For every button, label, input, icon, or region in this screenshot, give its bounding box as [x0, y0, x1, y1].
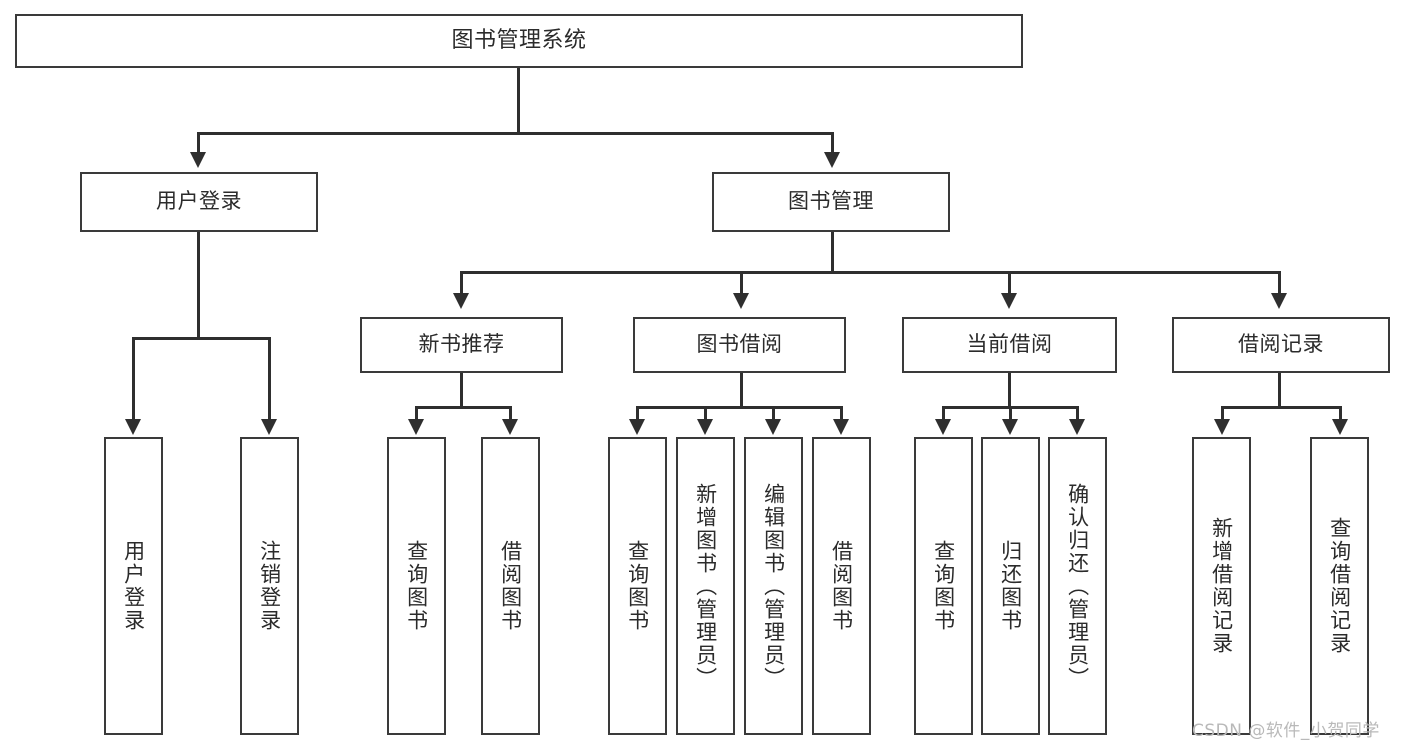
connector-borrow-record-stem — [1278, 373, 1281, 409]
arrow-book-borrow-leaf-3 — [765, 419, 781, 435]
connector-root-stem — [517, 68, 520, 134]
leaf-current-borrow-confirm-admin[interactable]: 确认归还（管理员） — [1048, 437, 1107, 735]
arrow-borrow-record-leaf-2 — [1332, 419, 1348, 435]
arrow-book-manage-child-4 — [1271, 293, 1287, 309]
connector-new-book-bus — [415, 406, 512, 409]
arrow-borrow-record-leaf-1 — [1214, 419, 1230, 435]
arrow-user-login-leaf-1 — [125, 419, 141, 435]
connector-book-borrow-stem — [740, 373, 743, 409]
arrow-new-book-leaf-2 — [502, 419, 518, 435]
arrow-book-borrow-leaf-2 — [697, 419, 713, 435]
arrow-book-borrow-leaf-1 — [629, 419, 645, 435]
connector-root-bus — [197, 132, 834, 135]
connector-book-manage-child-3 — [1008, 271, 1011, 295]
arrow-book-manage-child-1 — [453, 293, 469, 309]
node-borrow-record[interactable]: 借阅记录 — [1172, 317, 1390, 373]
connector-book-manage-stem — [831, 232, 834, 274]
connector-user-login-leaf-1 — [132, 337, 135, 421]
leaf-book-borrow-add-admin[interactable]: 新增图书（管理员） — [676, 437, 735, 735]
node-book-borrow[interactable]: 图书借阅 — [633, 317, 846, 373]
connector-new-book-leaf-1 — [415, 406, 418, 421]
connector-book-borrow-leaf-2 — [704, 406, 707, 421]
arrow-book-borrow-leaf-4 — [833, 419, 849, 435]
leaf-borrow-record-query[interactable]: 查询借阅记录 — [1310, 437, 1369, 735]
connector-book-borrow-leaf-1 — [636, 406, 639, 421]
arrow-current-borrow-leaf-3 — [1069, 419, 1085, 435]
connector-borrow-record-leaf-1 — [1221, 406, 1224, 421]
connector-user-login-leaf-2 — [268, 337, 271, 421]
node-new-book-recommend[interactable]: 新书推荐 — [360, 317, 563, 373]
leaf-current-borrow-return[interactable]: 归还图书 — [981, 437, 1040, 735]
arrow-current-borrow-leaf-1 — [935, 419, 951, 435]
arrow-book-manage-child-2 — [733, 293, 749, 309]
leaf-borrow-record-add[interactable]: 新增借阅记录 — [1192, 437, 1251, 735]
arrow-root-to-book-manage — [824, 152, 840, 168]
arrow-root-to-user-login — [190, 152, 206, 168]
connector-book-manage-child-2 — [740, 271, 743, 295]
node-current-borrow[interactable]: 当前借阅 — [902, 317, 1117, 373]
leaf-book-borrow-edit-admin[interactable]: 编辑图书（管理员） — [744, 437, 803, 735]
node-root-system[interactable]: 图书管理系统 — [15, 14, 1023, 68]
connector-new-book-leaf-2 — [509, 406, 512, 421]
connector-current-borrow-leaf-3 — [1076, 406, 1079, 421]
leaf-user-login-logout[interactable]: 注销登录 — [240, 437, 299, 735]
connector-book-manage-child-4 — [1278, 271, 1281, 295]
leaf-user-login-login[interactable]: 用户登录 — [104, 437, 163, 735]
leaf-new-book-borrow[interactable]: 借阅图书 — [481, 437, 540, 735]
connector-root-to-book-manage — [831, 132, 834, 154]
arrow-current-borrow-leaf-2 — [1002, 419, 1018, 435]
connector-current-borrow-leaf-2 — [1009, 406, 1012, 421]
connector-book-borrow-leaf-3 — [772, 406, 775, 421]
connector-user-login-bus — [132, 337, 270, 340]
connector-root-to-user-login — [197, 132, 200, 154]
csdn-watermark: CSDN @软件_小贺同学 — [1192, 721, 1380, 741]
arrow-new-book-leaf-1 — [408, 419, 424, 435]
arrow-book-manage-child-3 — [1001, 293, 1017, 309]
connector-book-borrow-leaf-4 — [840, 406, 843, 421]
node-user-login[interactable]: 用户登录 — [80, 172, 318, 232]
connector-book-borrow-bus — [636, 406, 843, 409]
arrow-user-login-leaf-2 — [261, 419, 277, 435]
connector-new-book-stem — [460, 373, 463, 409]
connector-current-borrow-stem — [1008, 373, 1011, 409]
leaf-current-borrow-query[interactable]: 查询图书 — [914, 437, 973, 735]
leaf-new-book-query[interactable]: 查询图书 — [387, 437, 446, 735]
connector-book-manage-child-1 — [460, 271, 463, 295]
connector-book-manage-bus — [460, 271, 1280, 274]
leaf-book-borrow-borrow[interactable]: 借阅图书 — [812, 437, 871, 735]
connector-user-login-stem — [197, 232, 200, 340]
connector-borrow-record-bus — [1221, 406, 1342, 409]
node-book-management[interactable]: 图书管理 — [712, 172, 950, 232]
connector-borrow-record-leaf-2 — [1339, 406, 1342, 421]
leaf-book-borrow-query[interactable]: 查询图书 — [608, 437, 667, 735]
connector-current-borrow-leaf-1 — [942, 406, 945, 421]
